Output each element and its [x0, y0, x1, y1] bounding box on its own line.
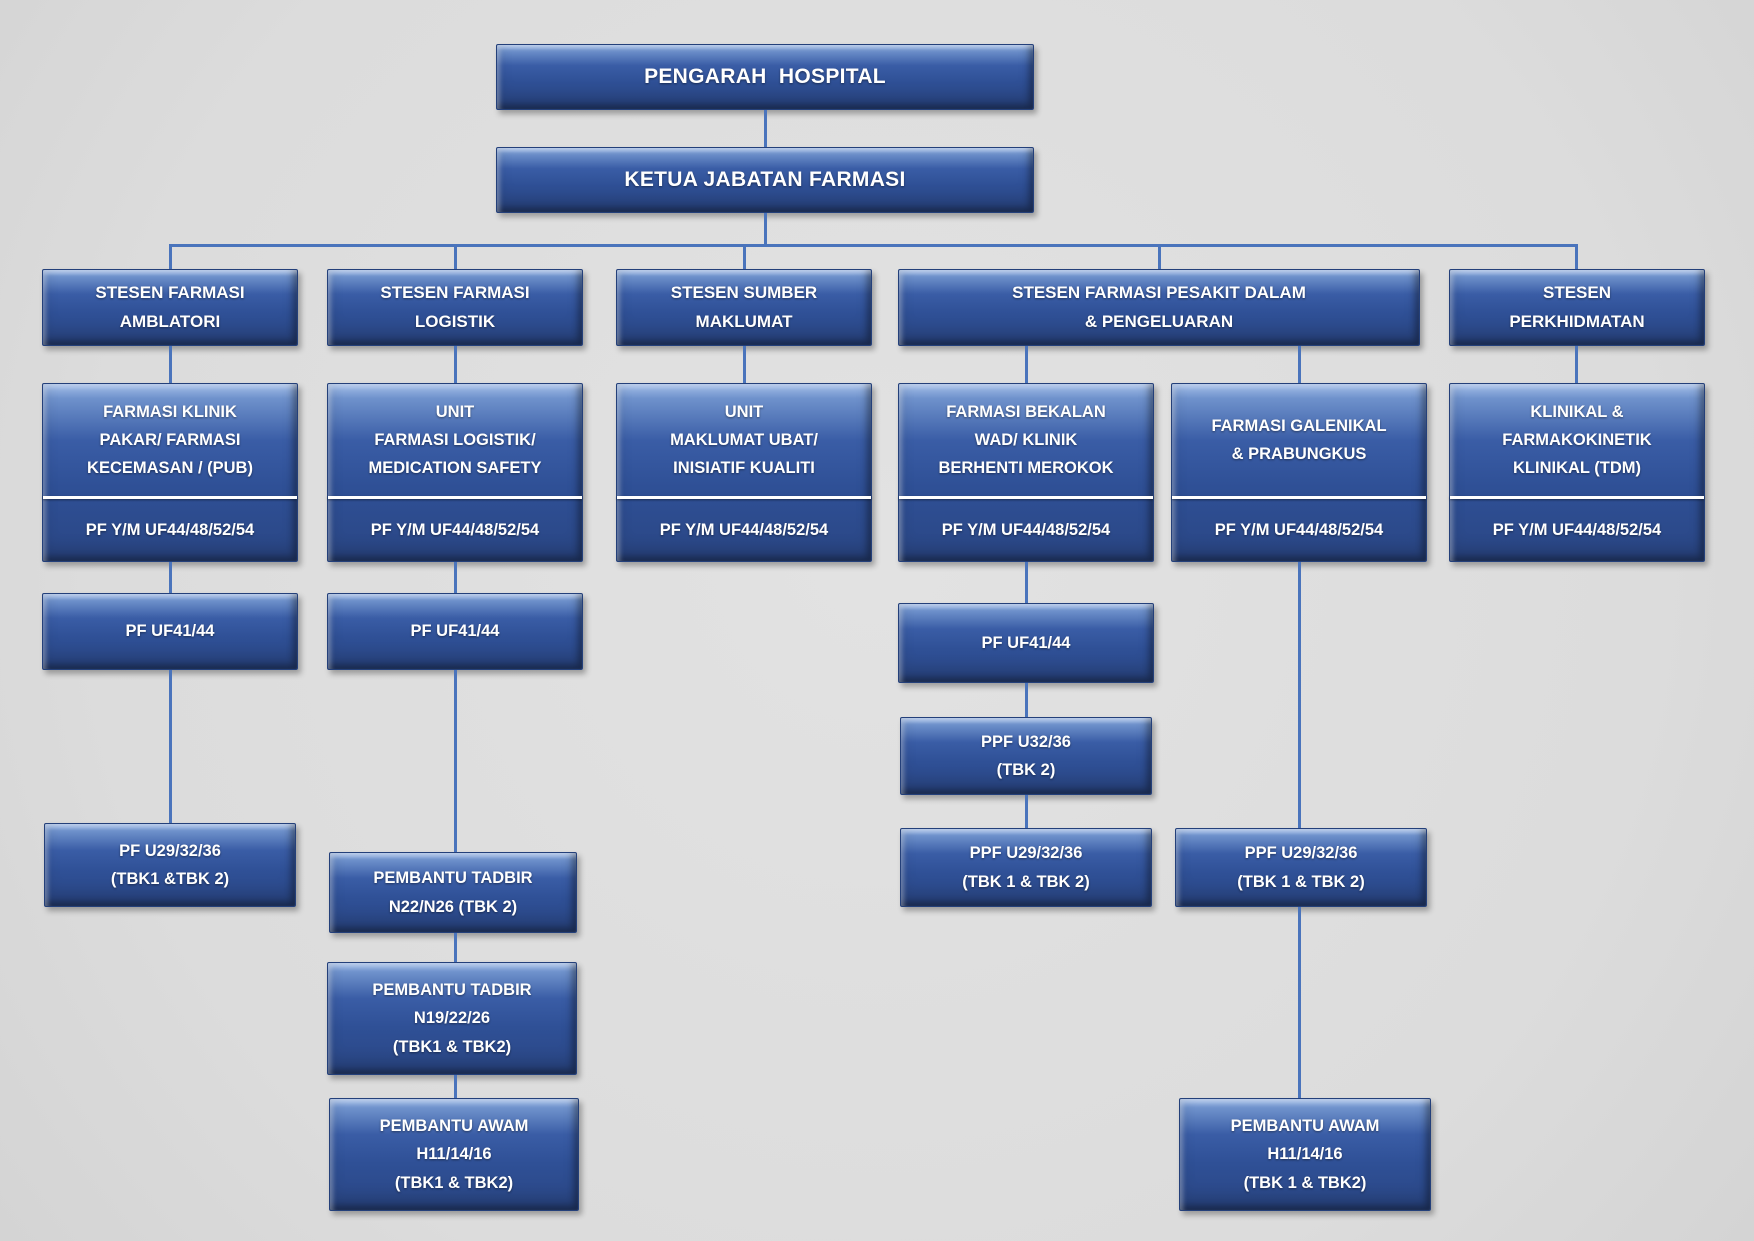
box-farmasi-galenikal: FARMASI GALENIKAL & PRABUNGKUS PF Y/M UF…: [1171, 383, 1427, 562]
grade-label: PF Y/M UF44/48/52/54: [85, 520, 255, 539]
divider-line: [328, 496, 582, 499]
box-label: STESEN SUMBER MAKLUMAT: [670, 282, 818, 331]
box-bekalan-ppf-u29: PPF U29/32/36 (TBK 1 & TBK 2): [900, 828, 1152, 907]
connector-line: [743, 244, 746, 269]
box-stesen-perkhidmatan: STESEN PERKHIDMATAN: [1449, 269, 1705, 346]
box-amblatori-pf-u29: PF U29/32/36 (TBK1 &TBK 2): [44, 823, 296, 907]
connector-line: [743, 346, 746, 383]
connector-line: [169, 244, 172, 269]
box-label: PEMBANTU TADBIR N22/N26 (TBK 2): [373, 869, 533, 916]
connector-line: [1575, 244, 1578, 269]
connector-line: [454, 1075, 457, 1098]
connector-line: [169, 244, 1578, 247]
connector-line: [454, 562, 457, 593]
box-label: STESEN FARMASI AMBLATORI: [95, 282, 245, 331]
box-label: PF UF41/44: [981, 633, 1071, 652]
connector-line: [1158, 244, 1161, 269]
box-label: KETUA JABATAN FARMASI: [624, 168, 906, 192]
connector-line: [1298, 562, 1301, 828]
box-label: FARMASI GALENIKAL & PRABUNGKUS: [1211, 416, 1387, 463]
box-bekalan-ppf-u32: PPF U32/36 (TBK 2): [900, 717, 1152, 795]
grade-label: PF Y/M UF44/48/52/54: [941, 520, 1111, 539]
divider-line: [617, 496, 871, 499]
box-pengarah-hospital: PENGARAH HOSPITAL: [496, 44, 1034, 110]
connector-line: [169, 562, 172, 593]
connector-line: [1575, 346, 1578, 383]
connector-line: [1025, 683, 1028, 717]
box-label: PEMBANTU TADBIR N19/22/26 (TBK1 & TBK2): [372, 981, 532, 1056]
box-label: PF UF41/44: [410, 622, 500, 641]
box-label: STESEN PERKHIDMATAN: [1509, 282, 1645, 331]
box-stesen-sumber-maklumat: STESEN SUMBER MAKLUMAT: [616, 269, 872, 346]
box-unit-maklumat-ubat: UNIT MAKLUMAT UBAT/ INISIATIF KUALITI PF…: [616, 383, 872, 562]
connector-line: [764, 213, 767, 245]
box-label: STESEN FARMASI PESAKIT DALAM & PENGELUAR…: [1012, 282, 1306, 331]
grade-label: PF Y/M UF44/48/52/54: [370, 520, 540, 539]
divider-line: [43, 496, 297, 499]
box-logistik-pf-uf4144: PF UF41/44: [327, 593, 583, 670]
box-label: PEMBANTU AWAM H11/14/16 (TBK 1 & TBK2): [1230, 1117, 1380, 1192]
box-ketua-jabatan-farmasi: KETUA JABATAN FARMASI: [496, 147, 1034, 213]
box-farmasi-klinik-pakar: FARMASI KLINIK PAKAR/ FARMASI KECEMASAN …: [42, 383, 298, 562]
connector-line: [764, 110, 767, 147]
divider-line: [899, 496, 1153, 499]
box-farmasi-bekalan-wad: FARMASI BEKALAN WAD/ KLINIK BERHENTI MER…: [898, 383, 1154, 562]
box-label: UNIT FARMASI LOGISTIK/ MEDICATION SAFETY: [368, 402, 542, 478]
divider-line: [1450, 496, 1704, 499]
box-label: PPF U32/36 (TBK 2): [981, 732, 1071, 779]
box-stesen-farmasi-amblatori: STESEN FARMASI AMBLATORI: [42, 269, 298, 346]
box-logistik-pembantu-awam: PEMBANTU AWAM H11/14/16 (TBK1 & TBK2): [329, 1098, 579, 1211]
box-bekalan-pf-uf4144: PF UF41/44: [898, 603, 1154, 683]
box-label: FARMASI KLINIK PAKAR/ FARMASI KECEMASAN …: [87, 402, 253, 478]
box-label: UNIT MAKLUMAT UBAT/ INISIATIF KUALITI: [670, 402, 818, 478]
connector-line: [1298, 346, 1301, 383]
connector-line: [1025, 346, 1028, 383]
box-label: FARMASI BEKALAN WAD/ KLINIK BERHENTI MER…: [938, 402, 1114, 478]
divider-line: [1172, 496, 1426, 499]
box-galenikal-pembantu-awam: PEMBANTU AWAM H11/14/16 (TBK 1 & TBK2): [1179, 1098, 1431, 1211]
box-stesen-farmasi-pesakit-dalam: STESEN FARMASI PESAKIT DALAM & PENGELUAR…: [898, 269, 1420, 346]
grade-label: PF Y/M UF44/48/52/54: [1492, 520, 1662, 539]
connector-line: [454, 933, 457, 962]
connector-line: [1025, 795, 1028, 828]
box-label: PF UF41/44: [125, 622, 215, 641]
box-galenikal-ppf-u29: PPF U29/32/36 (TBK 1 & TBK 2): [1175, 828, 1427, 907]
grade-label: PF Y/M UF44/48/52/54: [1214, 520, 1384, 539]
box-label: PEMBANTU AWAM H11/14/16 (TBK1 & TBK2): [379, 1117, 529, 1192]
box-logistik-pembantu-tadbir-n22: PEMBANTU TADBIR N22/N26 (TBK 2): [329, 852, 577, 933]
connector-line: [1298, 907, 1301, 1098]
grade-label: PF Y/M UF44/48/52/54: [659, 520, 829, 539]
connector-line: [1025, 562, 1028, 603]
box-label: PENGARAH HOSPITAL: [644, 65, 886, 89]
connector-line: [169, 670, 172, 823]
box-amblatori-pf-uf4144: PF UF41/44: [42, 593, 298, 670]
connector-line: [454, 244, 457, 269]
connector-line: [169, 346, 172, 383]
box-klinikal-farmakokinetik: KLINIKAL & FARMAKOKINETIK KLINIKAL (TDM)…: [1449, 383, 1705, 562]
box-label: PPF U29/32/36 (TBK 1 & TBK 2): [962, 844, 1090, 891]
box-label: KLINIKAL & FARMAKOKINETIK KLINIKAL (TDM): [1502, 402, 1652, 478]
connector-line: [454, 346, 457, 383]
box-label: STESEN FARMASI LOGISTIK: [380, 282, 530, 331]
box-label: PF U29/32/36 (TBK1 &TBK 2): [110, 841, 230, 888]
box-label: PPF U29/32/36 (TBK 1 & TBK 2): [1237, 844, 1365, 891]
connector-line: [454, 670, 457, 852]
box-unit-farmasi-logistik: UNIT FARMASI LOGISTIK/ MEDICATION SAFETY…: [327, 383, 583, 562]
box-stesen-farmasi-logistik: STESEN FARMASI LOGISTIK: [327, 269, 583, 346]
box-logistik-pembantu-tadbir-n19: PEMBANTU TADBIR N19/22/26 (TBK1 & TBK2): [327, 962, 577, 1075]
